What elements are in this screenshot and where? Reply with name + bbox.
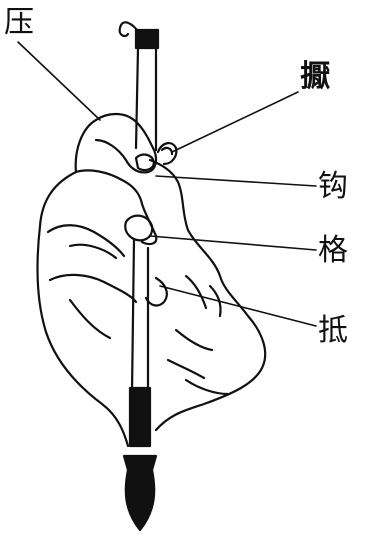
leader-line-ye [172,92,298,152]
brush-shaft-left-upper [136,48,138,148]
leader-line-ya [18,42,100,120]
brush-lower-handle [130,388,150,446]
index-finger [96,114,156,172]
brush-ferrule [124,456,156,470]
label-ya: 压 [4,8,34,38]
middle-fingernail [125,216,152,241]
leader-line-ge [150,236,316,250]
knuckle-line [186,276,206,308]
thumb-tip [158,143,176,164]
label-gou: 钩 [318,172,348,202]
little-finger [50,275,167,306]
brush-shaft-left-lower [132,240,134,392]
wrist-line [186,380,228,394]
brush-cap [136,30,158,48]
ring-finger [48,225,124,258]
palm-crease-2 [176,330,212,350]
brush-tip [126,470,154,530]
palm-crease-1 [70,300,110,338]
leader-line-di [160,286,316,326]
label-di: 抵 [318,316,348,346]
thumbnail [162,148,172,154]
index-fingernail [136,155,154,170]
label-ye: 擫 [300,62,330,92]
middle-finger [76,170,156,244]
palm-crease-3 [168,360,204,378]
label-ge: 格 [318,236,348,266]
